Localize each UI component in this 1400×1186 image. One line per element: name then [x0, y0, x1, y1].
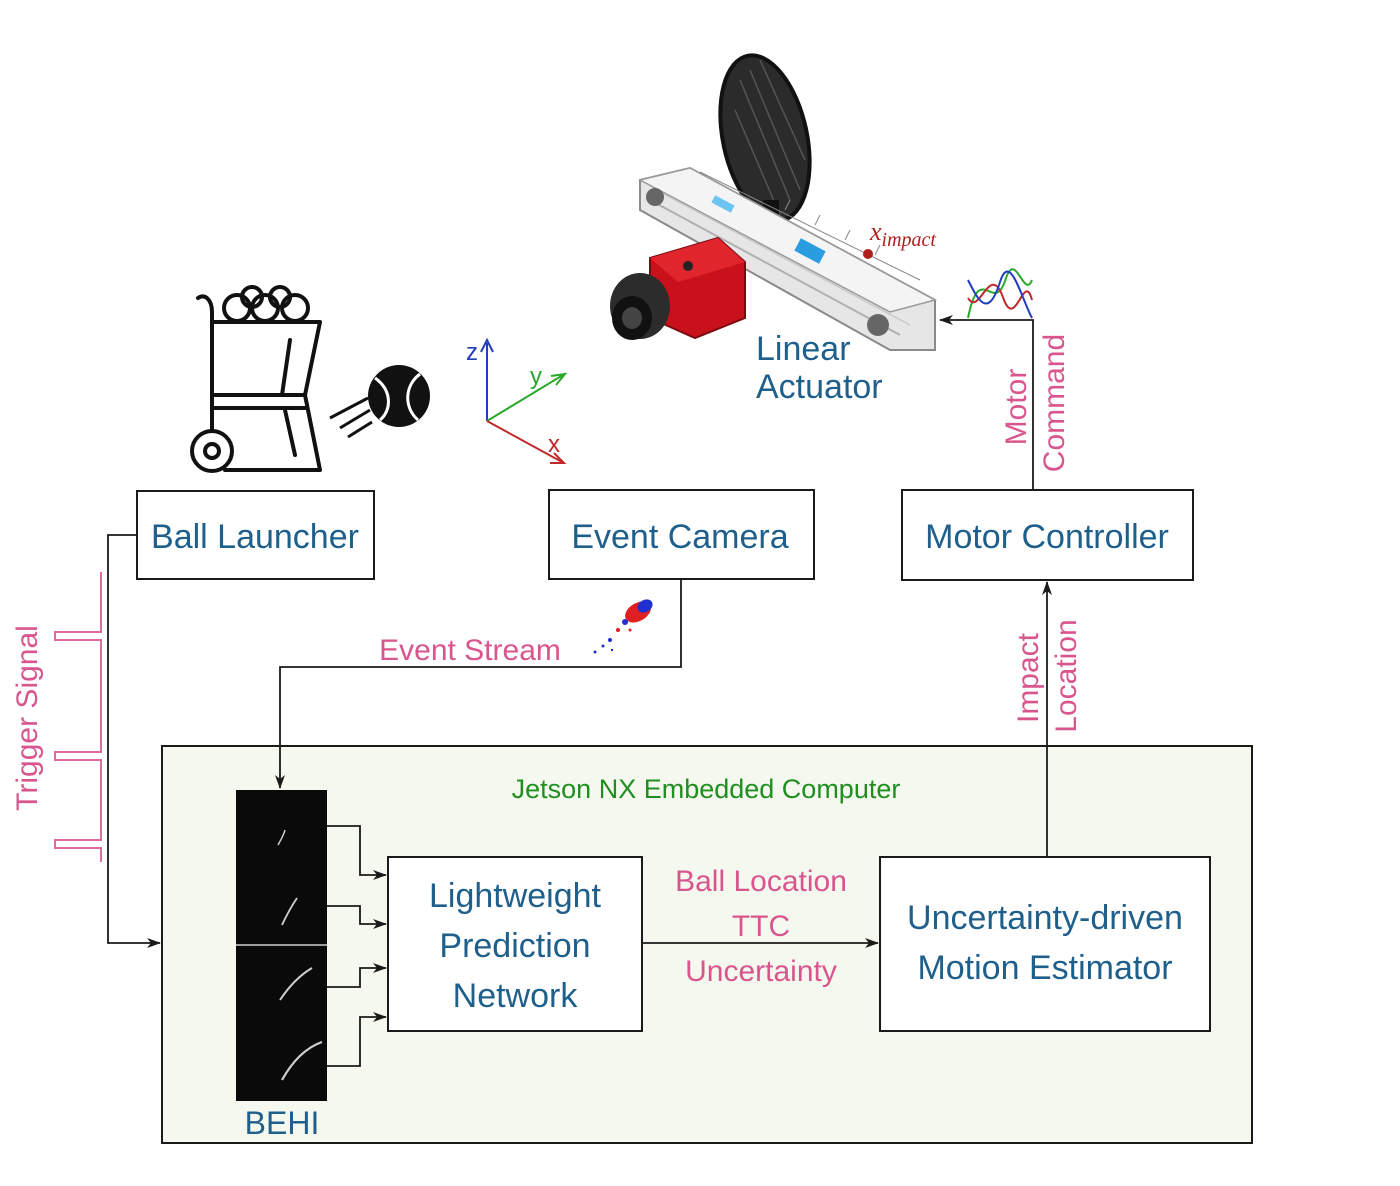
impact-location-label-1: Impact — [1012, 632, 1045, 723]
behi-frames-icon — [236, 790, 327, 1101]
event-camera-box — [548, 489, 815, 580]
estimator-label-line2: Motion Estimator — [917, 949, 1172, 987]
impact-point — [863, 249, 873, 259]
axis-z-label: z — [466, 339, 478, 366]
motor-controller-box — [901, 489, 1194, 581]
event-camera-icon — [610, 236, 746, 340]
motor-command-label-1: Motor — [1000, 369, 1033, 446]
behi-to-network-wires — [327, 825, 387, 1067]
event-stream-icon — [593, 599, 653, 654]
coordinate-axes: z y x — [466, 337, 568, 464]
impact-label: ximpact — [869, 217, 936, 251]
ball-launcher-label: Ball Launcher — [151, 518, 359, 556]
output-uncertainty: Uncertainty — [685, 955, 837, 988]
trigger-signal-label: Trigger Signal — [11, 625, 44, 811]
network-label-line2: Prediction — [439, 927, 590, 965]
wire-launcher-to-computer — [107, 534, 161, 948]
motion-estimator-box — [879, 856, 1211, 1032]
axis-x-label: x — [548, 431, 560, 458]
motor-command-label-2: Command — [1038, 334, 1071, 472]
ball-launcher-icon — [190, 285, 322, 473]
network-label-line1: Lightweight — [429, 877, 602, 915]
impact-location-label-2: Location — [1050, 619, 1083, 732]
behi-label: BEHI — [245, 1105, 320, 1141]
event-camera-label: Event Camera — [571, 518, 788, 556]
sine-waves-icon — [962, 268, 1034, 321]
wire-controller-to-actuator — [939, 315, 1034, 490]
event-stream-label: Event Stream — [379, 634, 561, 667]
tennis-ball-icon — [329, 365, 430, 439]
linear-actuator-icon — [637, 166, 938, 351]
output-ttc: TTC — [732, 910, 790, 943]
actuator-label-line1: Linear — [756, 330, 851, 368]
network-label-line3: Network — [453, 977, 579, 1015]
actuator-label-line2: Actuator — [756, 368, 883, 406]
axis-y-label: y — [530, 363, 542, 390]
lightweight-network-box — [387, 856, 643, 1032]
motor-controller-label: Motor Controller — [925, 518, 1169, 556]
trigger-pulse-train — [54, 572, 102, 862]
wire-camera-to-behi — [275, 579, 682, 789]
output-ball-location: Ball Location — [675, 865, 847, 898]
jetson-computer-label: Jetson NX Embedded Computer — [512, 774, 901, 804]
estimator-label-line1: Uncertainty-driven — [907, 899, 1183, 937]
